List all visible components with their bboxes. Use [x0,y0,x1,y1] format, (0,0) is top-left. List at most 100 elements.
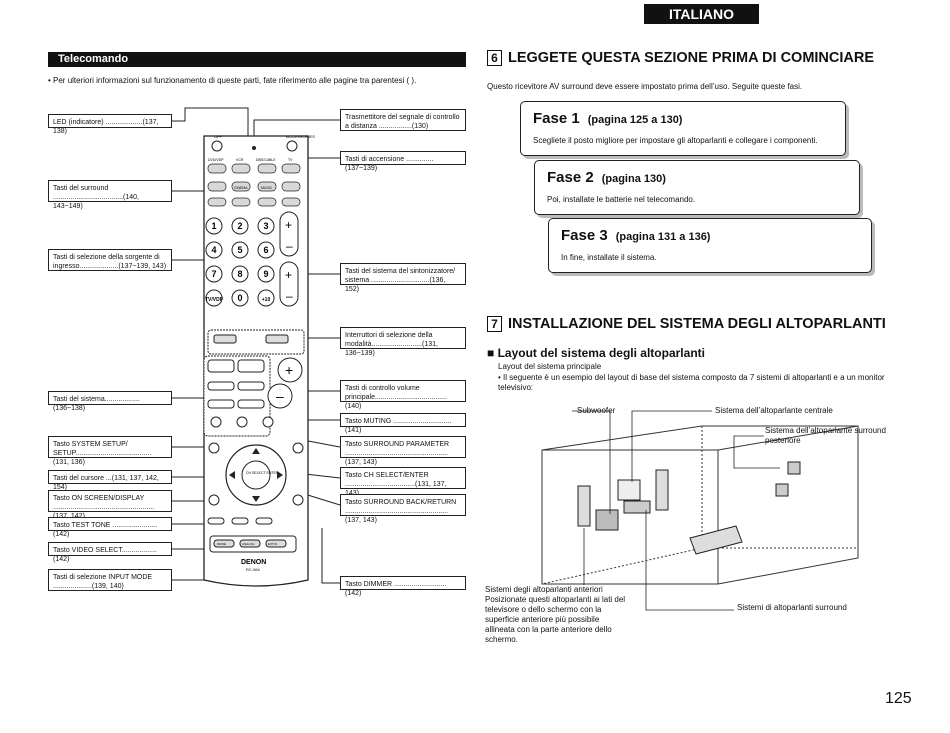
section-6-heading: 6 LEGGETE QUESTA SEZIONE PRIMA DI COMINCI… [487,50,874,66]
fase-3-pages: (pagina 131 a 136) [615,231,711,243]
number-key-label: 7 [211,269,216,279]
svg-text:–: – [276,388,284,404]
section-7-subhead: ■ Layout del sistema degli altoparlanti [487,346,705,360]
number-key-label: 3 [263,221,268,231]
callout-test-tone: Tasto TEST TONE .......................(… [48,517,172,538]
number-key [257,241,275,259]
svg-text:+: + [285,218,292,232]
fase-1-desc: Scegliete il posto migliore per impostar… [533,136,818,145]
svg-text:+: + [285,362,293,378]
remote-label-analog: ANALOG [242,542,255,546]
callout-muting: Tasto MUTING ...........................… [340,413,466,434]
section-6-intro: Questo ricevitore AV surround deve esser… [487,82,803,91]
fase-3-box: Fase 3 (pagina 131 a 136) In fine, instal… [548,218,872,273]
section-7-title: INSTALLAZIONE DEL SISTEMA DEGLI ALTOPARL… [508,316,886,332]
speaker-layout-diagram [541,410,859,611]
callout-transmitter: Trasmettitore del segnale di controllo a… [340,109,466,131]
label-center: Sistema dell’altoparlante centrale [715,406,833,415]
callout-ch-select: Tasto CH SELECT/ENTER ..................… [340,467,466,497]
surround-speaker [775,483,789,497]
page-number: 125 [885,690,912,707]
svg-text:–: – [286,289,293,303]
remote-label-accessories: ACCESSORIES [286,134,315,139]
label-surround-back: Sistema dell’altoparlante surround poste… [765,426,886,445]
number-key-label: 1 [211,221,216,231]
remote-label-ch-select: CH SELECT ENTER [246,471,279,475]
callout-surround-back: Tasto SURROUND BACK/RETURN .............… [340,494,466,524]
number-key-label: 2 [237,221,242,231]
callout-power: Tasti di accensione ..............(137~1… [340,151,466,172]
number-key-label: TV/VDP [205,297,224,303]
number-key-label: 0 [237,293,242,303]
callout-led: LED (indicatore) ...................(137… [48,114,172,135]
number-key [205,265,223,283]
label-front-speakers: Sistemi degli altoparlanti anteriori Pos… [485,585,626,644]
fase-1-pages: (pagina 125 a 130) [587,114,683,126]
callout-surround-parameter: Tasto SURROUND PARAMETER ...............… [340,436,466,466]
number-key [257,217,275,235]
fase-2-title: Fase 2 [547,169,594,186]
label-surround: Sistemi di altoparlanti surround [737,603,847,612]
language-tab: ITALIANO [644,4,759,24]
remote-label-music: MUSIC [261,186,273,190]
tv-monitor [617,479,641,501]
callout-cursor: Tasti del cursore ...(131, 137, 142, 154… [48,470,172,491]
number-key [257,289,275,307]
number-key-label: 8 [237,269,242,279]
fase-2-desc: Poi, installate le batterie nel telecoma… [547,195,696,204]
front-left-speaker [577,485,591,527]
subwoofer [595,509,619,531]
remote-control: OFF ACCESSORIES DVD/VDP VCR DBS/CABLE TV… [203,134,315,587]
remote-label-off: OFF [214,134,223,139]
number-key [205,289,223,307]
callout-surround: Tasti del surround .....................… [48,180,172,210]
label-subwoofer: Subwoofer [577,406,616,415]
number-key [231,241,249,259]
sofa [689,525,743,555]
callout-input-mode: Tasti di selezione INPUT MODE ..........… [48,569,172,591]
front-right-speaker [655,469,669,511]
number-key [231,289,249,307]
callout-mode-switch: Interruttori di selezione della modalità… [340,327,466,357]
callout-on-screen: Tasto ON SCREEN/DISPLAY ................… [48,490,172,520]
fase-3-title: Fase 3 [561,227,608,244]
led-indicator [252,146,256,150]
callout-system: Tasti del sistema..................(136~… [48,391,172,412]
number-key [231,265,249,283]
note-text: • Per ulteriori informazioni sul funzion… [48,76,417,85]
power-on-button [286,140,298,152]
number-key [205,217,223,235]
callout-dimmer: Tasto DIMMER ...........................… [340,576,466,597]
number-key-label: 4 [211,245,216,255]
svg-text:–: – [286,239,293,253]
number-key [205,241,223,259]
number-key-label: 6 [263,245,268,255]
number-key-label: 5 [237,245,242,255]
number-key [231,217,249,235]
number-key [257,265,275,283]
center-speaker [623,500,651,514]
callout-system-setup: Tasto SYSTEM SETUP/ SETUP...............… [48,436,172,466]
fase-1-box: Fase 1(pagina 125 a 130) Scegliete il po… [520,101,846,156]
section-7-number: 7 [487,316,502,332]
section-6-number: 6 [487,50,502,66]
remote-label-cinema: CINEMA [234,186,248,190]
section-6-title: LEGGETE QUESTA SEZIONE PRIMA DI COMINCIA… [508,50,875,66]
section-title-telecomando: Telecomando [48,52,466,67]
fase-3-desc: In fine, installate il sistema. [561,253,657,262]
callout-volume: Tasti di controllo volume principale....… [340,380,466,410]
callout-tuner: Tasti del sistema del sintonizzatore/ si… [340,263,466,293]
callout-input-source: Tasti di selezione della sorgente di ing… [48,249,172,271]
section-7-line2: • Il seguente è un esempio del layout di… [498,373,885,392]
section-7-line1: Layout del sistema principale [498,362,602,371]
number-key-label: +10 [262,297,271,303]
remote-label-extin: EXT.IN [268,542,277,546]
surround-back-speaker [787,461,801,475]
number-key-label: 9 [263,269,268,279]
muting-button [262,416,274,428]
remote-model: RC-964 [246,567,261,572]
remote-label-vcr: VCR [236,158,244,162]
section-7-heading: 7 INSTALLAZIONE DEL SISTEMA DEGLI ALTOPAR… [487,316,886,332]
number-keypad: 1 2 3 4 5 6 7 8 9TV/VDP 0 +10 [205,217,275,307]
remote-label-dbs: DBS/CABLE [256,158,276,162]
